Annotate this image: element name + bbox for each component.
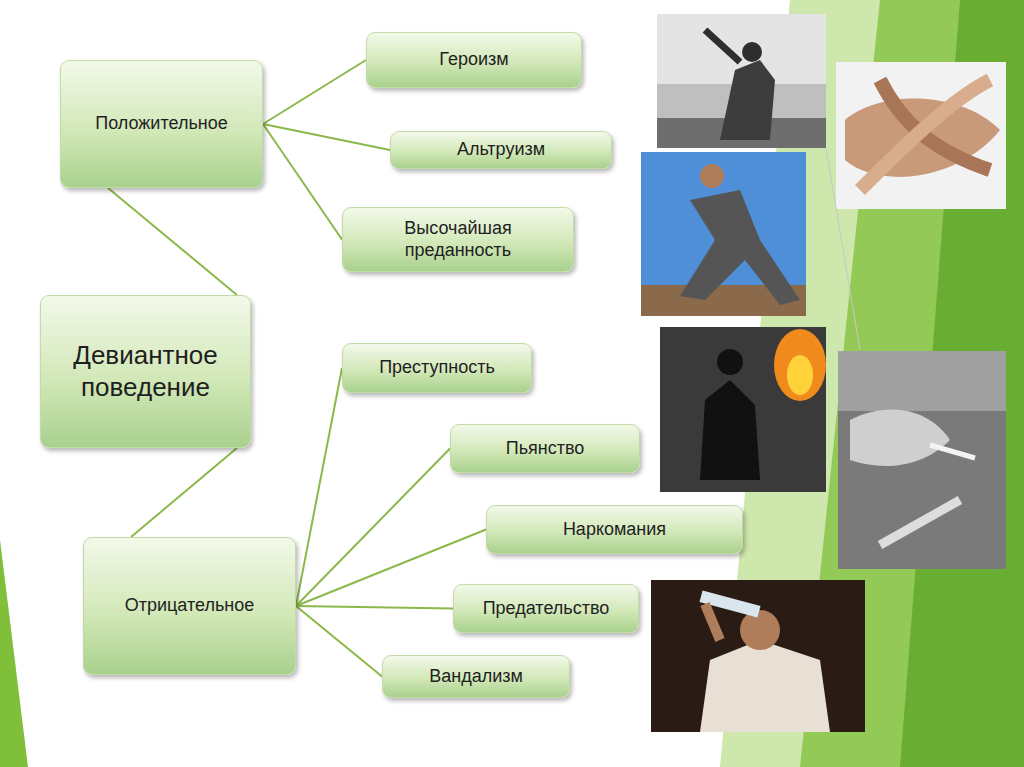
connector-line: [263, 60, 366, 124]
category-box: Положительное: [60, 60, 263, 188]
connector-line: [263, 124, 390, 150]
connector-line: [296, 449, 450, 607]
trait-box: Героизм: [366, 32, 582, 88]
photo-cigarette: [838, 351, 1006, 569]
photo-drinking: [651, 580, 865, 732]
node-label: Наркомания: [563, 519, 666, 541]
leader-line: [826, 148, 860, 350]
green-band: [0, 540, 28, 767]
trait-box: Высочайшая преданность: [342, 207, 574, 272]
connector-line: [296, 606, 453, 609]
trait-box: Альтруизм: [390, 131, 612, 169]
connector-line: [296, 368, 342, 606]
category-box: Отрицательное: [83, 537, 296, 675]
photo-hands: [836, 62, 1006, 209]
node-label: Предательство: [483, 598, 610, 620]
connector-line: [108, 188, 237, 295]
trait-box: Предательство: [453, 584, 639, 633]
photo-jumping-man: [641, 152, 806, 316]
node-label: Вандализм: [429, 666, 523, 688]
node-label: Отрицательное: [125, 595, 255, 617]
node-label: Девиантное поведение: [51, 340, 240, 402]
root-box: Девиантное поведение: [40, 295, 251, 448]
trait-box: Преступность: [342, 343, 532, 393]
node-label: Положительное: [95, 113, 227, 135]
node-label: Героизм: [439, 49, 508, 71]
node-label: Альтруизм: [457, 139, 545, 161]
node-label: Пьянство: [506, 438, 585, 460]
photo-riot: [660, 327, 826, 492]
trait-box: Наркомания: [486, 505, 743, 554]
connector-line: [296, 606, 382, 677]
node-label: Высочайшая преданность: [353, 218, 563, 261]
photo-soldier: [657, 14, 826, 148]
node-label: Преступность: [379, 357, 495, 379]
trait-box: Пьянство: [450, 424, 640, 473]
connector-line: [131, 448, 237, 537]
connector-line: [263, 124, 342, 240]
trait-box: Вандализм: [382, 655, 570, 698]
